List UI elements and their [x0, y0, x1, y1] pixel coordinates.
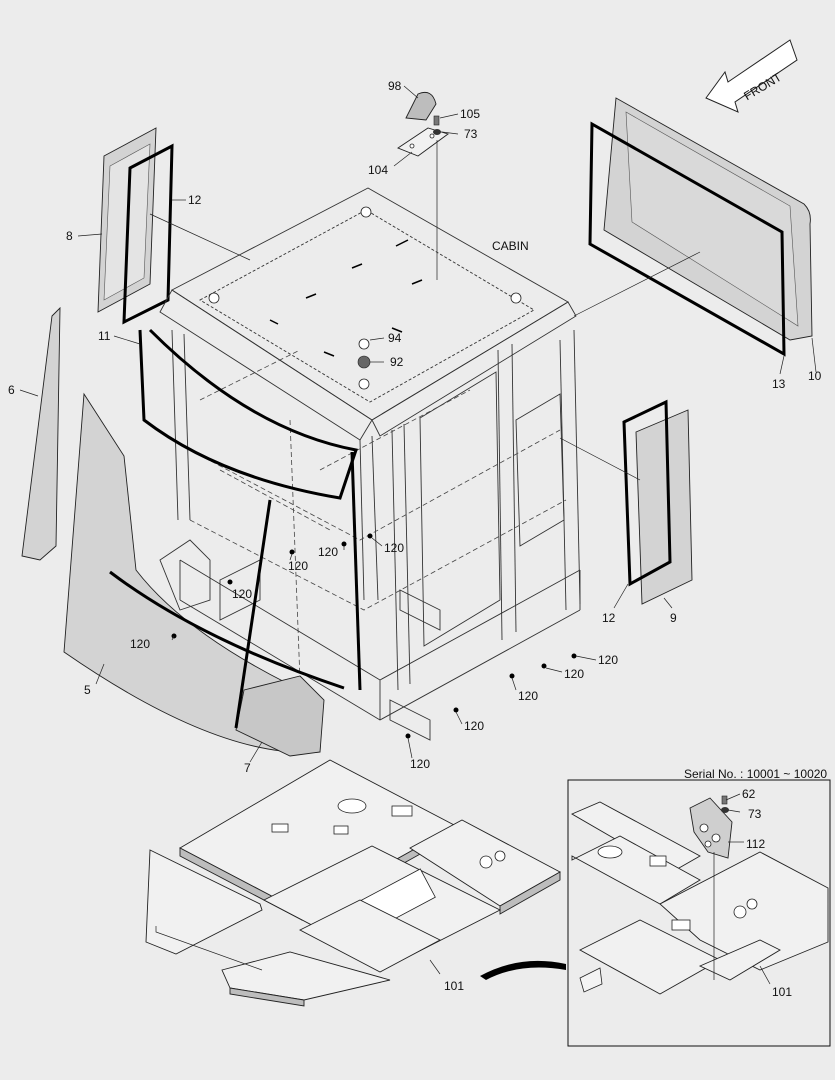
callout-6: 6: [8, 383, 15, 397]
callout-120: 120: [564, 667, 584, 681]
callout-73: 73: [464, 127, 478, 141]
callout-9: 9: [670, 611, 677, 625]
leader-lines: [19, 85, 817, 985]
callout-10: 10: [808, 369, 822, 383]
callout-112: 112: [746, 837, 765, 851]
side-window-6: [21, 306, 61, 561]
callout-120: 120: [410, 757, 430, 771]
callout-11: 11: [98, 329, 111, 343]
callout-120: 120: [464, 719, 484, 733]
rear-glass-seal-13: [588, 121, 786, 357]
front-glass-seal-11: [138, 328, 358, 500]
antenna-assembly: [397, 91, 449, 280]
callout-120: 120: [130, 637, 150, 651]
callout-120: 120: [232, 587, 252, 601]
callout-13: 13: [772, 377, 786, 391]
callout-92: 92: [390, 355, 404, 369]
callout-101: 101: [444, 979, 464, 993]
callout-73-detail: 73: [748, 807, 762, 821]
callout-12-side: 12: [602, 611, 616, 625]
callout-12: 12: [188, 193, 202, 207]
seal-12-side: [622, 399, 672, 587]
callout-104: 104: [368, 163, 388, 177]
callout-120: 120: [288, 559, 308, 573]
lower-glass-7: [109, 451, 362, 757]
assembly-title: CABIN: [492, 239, 529, 253]
callout-98: 98: [388, 79, 402, 93]
serial-detail: [567, 779, 831, 1047]
side-glass-9: [635, 409, 693, 605]
cabin-frame: [159, 187, 581, 741]
callout-62: 62: [742, 787, 756, 801]
callout-7: 7: [244, 761, 251, 775]
callout-120: 120: [318, 545, 338, 559]
serial-text: Serial No. : 10001 ~ 10020: [684, 767, 827, 781]
callout-120: 120: [384, 541, 404, 555]
callout-labels: 98 105 73 104 CABIN 12 8 11 6 94 92 13 1…: [8, 79, 827, 999]
callout-101-detail: 101: [772, 985, 792, 999]
detail-arrow: [480, 960, 566, 980]
callout-120: 120: [598, 653, 618, 667]
callout-5: 5: [84, 683, 91, 697]
seal-12-upper: [122, 143, 174, 325]
callout-105: 105: [460, 107, 480, 121]
floor-mat-101: [145, 759, 561, 1007]
rear-glass-10: [603, 97, 813, 341]
callout-120: 120: [518, 689, 538, 703]
front-arrow: FRONT: [705, 39, 798, 113]
callout-94: 94: [388, 331, 402, 345]
callout-8: 8: [66, 229, 73, 243]
